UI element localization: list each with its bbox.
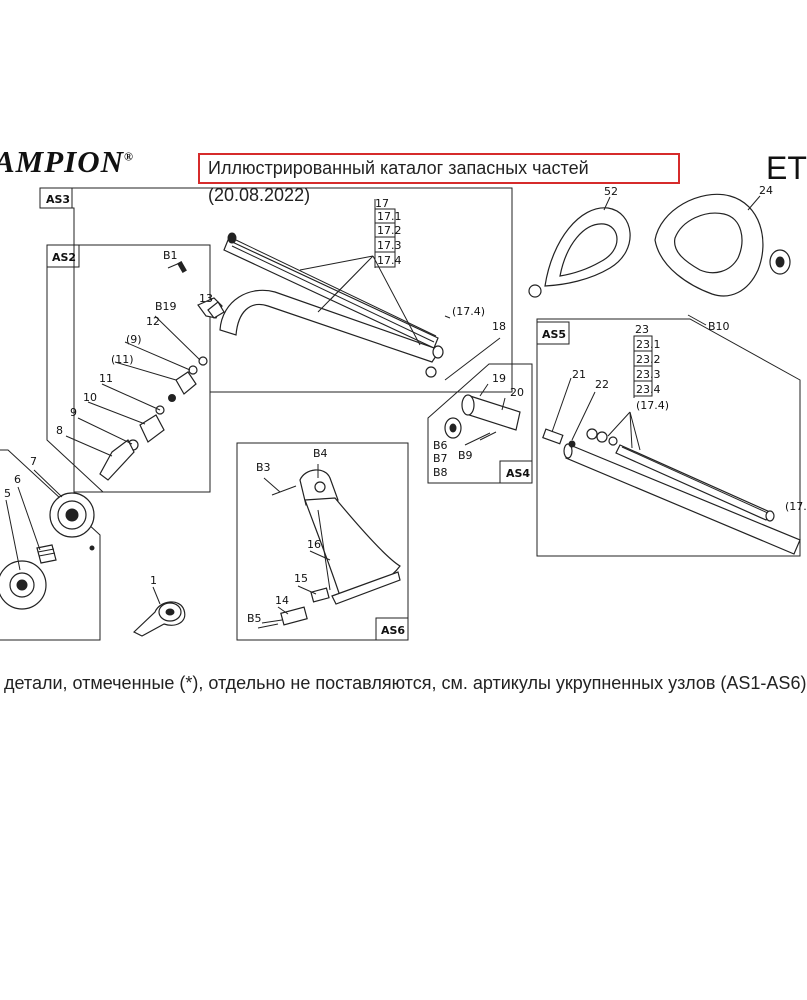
label-23-2: 23.2 xyxy=(636,353,661,366)
label-9: 9 xyxy=(70,406,77,419)
label-17-cut: (17. xyxy=(785,500,807,513)
label-22: 22 xyxy=(595,378,609,391)
label-23: 23 xyxy=(635,323,649,336)
label-11: 11 xyxy=(99,372,113,385)
footnote: / детали, отмеченные (*), отдельно не по… xyxy=(0,673,807,693)
trimmer-head-panel xyxy=(0,449,101,641)
label-17-4-paren: (17.4) xyxy=(452,305,485,318)
label-17-2: 17.2 xyxy=(377,224,402,237)
label-24: 24 xyxy=(759,184,773,197)
label-b1: B1 xyxy=(163,249,178,262)
label-23-1: 23.1 xyxy=(636,338,661,351)
label-b6: B6 xyxy=(433,439,448,452)
assembly-as2-panel: AS2 xyxy=(46,244,211,493)
as5-label: AS5 xyxy=(542,328,566,341)
label-19: 19 xyxy=(492,372,506,385)
label-7: 7 xyxy=(30,455,37,468)
as3-label: AS3 xyxy=(46,193,70,206)
label-b5: B5 xyxy=(247,612,262,625)
label-17-1: 17.1 xyxy=(377,210,402,223)
label-16: 16 xyxy=(307,538,321,551)
label-9p: (9) xyxy=(126,333,142,346)
label-23-4: 23.4 xyxy=(636,383,661,396)
label-23-3: 23.3 xyxy=(636,368,661,381)
label-17: 17 xyxy=(375,197,389,210)
label-12: 12 xyxy=(146,315,160,328)
label-5: 5 xyxy=(4,487,11,500)
label-20: 20 xyxy=(510,386,524,399)
label-8: 8 xyxy=(56,424,63,437)
as2-label: AS2 xyxy=(52,251,76,264)
label-b8: B8 xyxy=(433,466,448,479)
registered-mark: ® xyxy=(124,149,134,164)
label-13: 13 xyxy=(199,292,213,305)
label-15: 15 xyxy=(294,572,308,585)
label-b10: B10 xyxy=(708,320,730,333)
as6-label: AS6 xyxy=(381,624,405,637)
label-6: 6 xyxy=(14,473,21,486)
label-1: 1 xyxy=(150,574,157,587)
part-52-strap xyxy=(528,196,631,298)
brand-text: AMPION xyxy=(0,144,125,179)
label-b9: B9 xyxy=(458,449,473,462)
part-labels: B1 13 B19 12 (9) (11) 11 10 9 8 17 17.1 … xyxy=(4,184,807,625)
as3-drive-shaft xyxy=(219,232,501,381)
label-52: 52 xyxy=(604,185,618,198)
model-code: ET xyxy=(766,150,807,186)
assembly-as6-panel: AS6 xyxy=(236,442,409,641)
label-b4: B4 xyxy=(313,447,328,460)
label-10: 10 xyxy=(83,391,97,404)
label-b7: B7 xyxy=(433,452,448,465)
label-11p: (11) xyxy=(111,353,134,366)
label-17-4: 17.4 xyxy=(377,254,402,267)
assembly-as5-panel: AS5 xyxy=(536,318,801,557)
label-17-4-paren-as5: (17.4) xyxy=(636,399,669,412)
label-b3: B3 xyxy=(256,461,271,474)
label-21: 21 xyxy=(572,368,586,381)
assembly-as4-panel: AS4 xyxy=(427,363,533,484)
label-14: 14 xyxy=(275,594,289,607)
part-13-clip xyxy=(207,301,225,319)
as4-label: AS4 xyxy=(506,467,530,480)
label-18: 18 xyxy=(492,320,506,333)
part-1-knob xyxy=(132,586,186,637)
brand-logo: AMPION® xyxy=(0,144,134,180)
catalog-title: Иллюстрированный каталог запасных частей… xyxy=(198,153,680,205)
label-17-3: 17.3 xyxy=(377,239,402,252)
label-stack-17 xyxy=(374,199,396,268)
part-24-handle xyxy=(654,193,791,326)
label-b19: B19 xyxy=(155,300,177,313)
